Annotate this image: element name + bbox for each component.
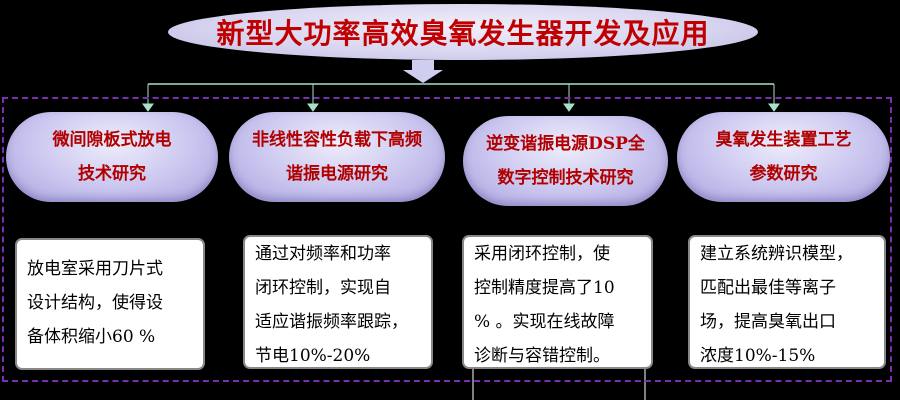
heading-line: 参数研究 [749,164,818,184]
detail-line: 放电室采用刀片式 [27,259,163,279]
heading-line: 数字控制技术研究 [497,168,634,188]
detail-line: 闭环控制，实现自 [255,278,391,298]
research-area-frame [2,97,892,382]
branch-detail-2: 通过对频率和功率 闭环控制，实现自 适应谐振频率跟踪， 节电10%-20% [243,235,433,369]
main-down-arrow [403,60,443,83]
detail-line: 诊断与容错控制。 [474,346,610,366]
detail-line: 建立系统辨识模型， [700,244,853,264]
detail-line: 节电10%-20% [255,346,371,366]
branch-heading-1: 微间隙板式放电 技术研究 [6,112,218,202]
detail-line: 匹配出最佳等离子 [700,278,836,298]
branch-heading-3: 逆变谐振电源DSP全 数字控制技术研究 [463,116,668,206]
detail-line: 场，提高臭氧出口 [700,312,836,332]
branch-heading-2: 非线性容性负载下高频 谐振电源研究 [229,112,445,202]
detail-line: % 。实现在线故障 [474,312,615,332]
heading-line: 逆变谐振电源DSP全 [486,134,645,154]
heading-line: 谐振电源研究 [286,164,388,184]
detail-line: 适应谐振频率跟踪， [255,312,408,332]
detail-line: 采用闭环控制，使 [474,244,610,264]
detail-line: 备体积缩小60 % [27,327,156,347]
detail-line: 设计结构，使得设 [27,293,163,313]
title-ellipse: 新型大功率高效臭氧发生器开发及应用 [168,4,758,60]
branch-detail-4: 建立系统辨识模型， 匹配出最佳等离子 场，提高臭氧出口 浓度10%-15% [688,235,886,369]
heading-line: 臭氧发生装置工艺 [715,130,852,150]
branch-arrows [142,84,780,112]
branch-detail-3: 采用闭环控制，使 控制精度提高了10 % 。实现在线故障 诊断与容错控制。 [462,235,653,369]
heading-line: 技术研究 [78,164,146,184]
heading-line: 非线性容性负载下高频 [252,130,422,150]
heading-line: 微间隙板式放电 [52,130,172,150]
branch-detail-1: 放电室采用刀片式 设计结构，使得设 备体积缩小60 % [15,238,205,370]
detail-line: 浓度10%-15% [700,346,816,366]
detail-line: 通过对频率和功率 [255,244,391,264]
branch-heading-4: 臭氧发生装置工艺 参数研究 [677,112,890,202]
detail-line: 控制精度提高了10 [474,278,615,298]
